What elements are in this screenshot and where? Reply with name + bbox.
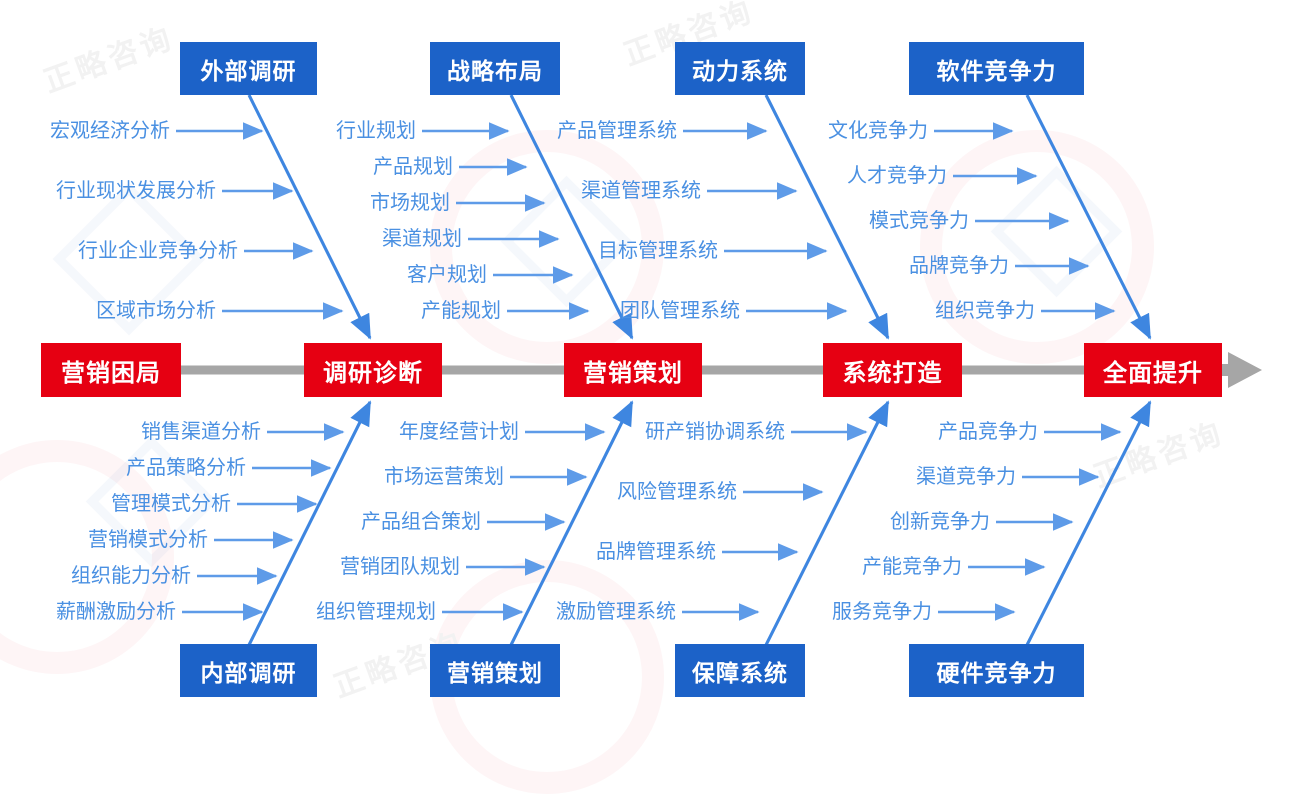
bone-bottom-2 [509, 400, 634, 646]
bottom-item: 营销团队规划 [340, 556, 460, 578]
top-item: 渠道规划 [382, 228, 462, 250]
bottom-item: 组织能力分析 [71, 565, 191, 587]
top-item: 品牌竞争力 [909, 255, 1009, 277]
top-item: 宏观经济分析 [50, 120, 170, 142]
branch-title-label: 保障系统 [692, 659, 788, 686]
bone-bottom-3 [764, 400, 890, 646]
bottom-item: 服务竞争力 [832, 601, 932, 623]
spine-stage-5[interactable]: 全面提升 [1084, 343, 1222, 397]
top-item: 产能规划 [421, 300, 501, 322]
bottom-item: 销售渠道分析 [141, 421, 261, 443]
bottom-item: 市场运营策划 [384, 466, 504, 488]
bottom-item: 创新竞争力 [890, 511, 990, 533]
top-item: 行业企业竞争分析 [78, 240, 238, 262]
bone-bottom-4 [1025, 400, 1152, 646]
top-item: 行业现状发展分析 [56, 180, 216, 202]
bottom-item: 产能竞争力 [862, 556, 962, 578]
spine-stage-1[interactable]: 营销困局 [41, 343, 181, 397]
bottom-item: 研产销协调系统 [645, 421, 785, 443]
branch-title-label: 动力系统 [692, 57, 788, 84]
top-item: 模式竞争力 [869, 210, 969, 232]
bottom-item: 管理模式分析 [111, 493, 231, 515]
spine-stage-label: 系统打造 [842, 359, 943, 387]
top-item: 市场规划 [370, 192, 450, 214]
bottom-item: 产品竞争力 [938, 421, 1038, 443]
top-item: 区域市场分析 [96, 300, 216, 322]
top-item: 产品规划 [373, 156, 453, 178]
bone-top-4 [1025, 94, 1152, 340]
branch-title-label: 内部调研 [200, 659, 297, 686]
top-item: 客户规划 [407, 264, 487, 286]
fishbone-diagram: 正略咨询 正略咨询 正略咨询 正略咨询 [0, 0, 1262, 794]
bottom-item: 营销模式分析 [88, 529, 208, 551]
bottom-item: 组织管理规划 [316, 601, 436, 623]
spine-stage-4[interactable]: 系统打造 [823, 343, 962, 397]
top-branch-title-3[interactable]: 动力系统 [675, 42, 805, 95]
bone-top-3 [764, 94, 890, 340]
bottom-item: 渠道竞争力 [916, 466, 1016, 488]
branch-title-label: 硬件竞争力 [936, 659, 1057, 686]
bottom-branch-title-1[interactable]: 内部调研 [180, 644, 317, 697]
top-item: 团队管理系统 [620, 300, 740, 322]
top-branch-title-1[interactable]: 外部调研 [180, 42, 317, 95]
top-item: 产品管理系统 [557, 120, 677, 142]
bottom-item: 品牌管理系统 [596, 541, 716, 563]
bottom-branch-title-2[interactable]: 营销策划 [430, 644, 560, 697]
bottom-branch-title-3[interactable]: 保障系统 [675, 644, 805, 697]
bottom-item: 产品策略分析 [126, 457, 246, 479]
bottom-item: 产品组合策划 [361, 511, 481, 533]
bottom-item: 年度经营计划 [399, 421, 519, 443]
diagram-lines [176, 94, 1262, 646]
top-branch-title-2[interactable]: 战略布局 [430, 42, 560, 95]
branch-title-label: 战略布局 [447, 57, 543, 84]
branch-title-label: 营销策划 [447, 659, 543, 686]
spine-stage-label: 营销困局 [61, 359, 161, 387]
spine-stage-label: 全面提升 [1103, 359, 1203, 387]
top-item: 渠道管理系统 [581, 180, 701, 202]
branch-title-label: 外部调研 [200, 57, 297, 84]
spine-stage-3[interactable]: 营销策划 [564, 343, 702, 397]
bone-top-2 [509, 94, 634, 340]
top-item: 组织竞争力 [935, 300, 1035, 322]
top-item: 目标管理系统 [598, 240, 718, 262]
spine-stage-2[interactable]: 调研诊断 [304, 343, 442, 397]
bottom-branch-title-4[interactable]: 硬件竞争力 [909, 644, 1084, 697]
top-item: 行业规划 [336, 120, 416, 142]
bone-bottom-1 [247, 400, 372, 646]
bone-top-1 [247, 94, 372, 340]
spine-stage-label: 调研诊断 [323, 359, 423, 387]
bottom-item: 风险管理系统 [617, 481, 737, 503]
bottom-item: 激励管理系统 [556, 601, 676, 623]
bottom-item: 薪酬激励分析 [56, 601, 176, 623]
top-branch-title-4[interactable]: 软件竞争力 [909, 42, 1084, 95]
top-item: 文化竞争力 [828, 120, 928, 142]
top-item: 人才竞争力 [847, 165, 947, 187]
spine-stage-label: 营销策划 [583, 359, 683, 387]
branch-title-label: 软件竞争力 [936, 57, 1057, 84]
spine-end-arrow-icon [1216, 352, 1262, 388]
